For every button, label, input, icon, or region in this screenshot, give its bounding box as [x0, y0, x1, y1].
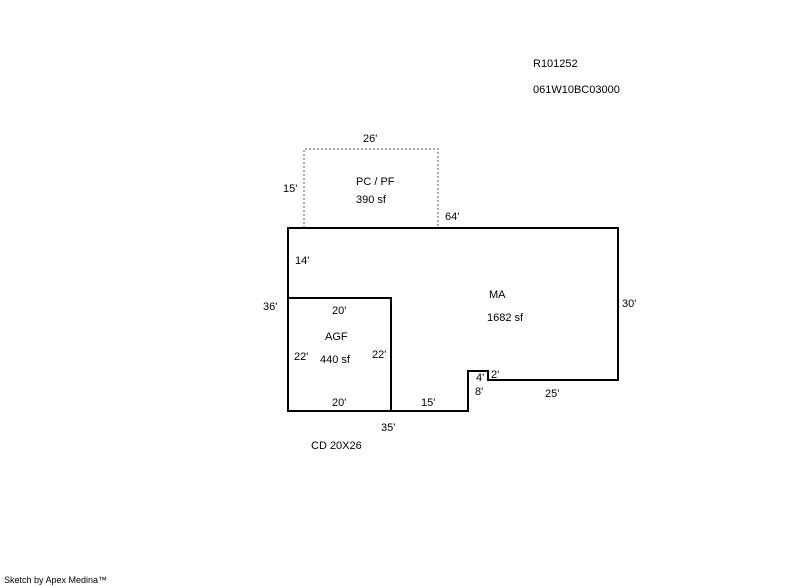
- main-left-total-dimension: 36': [263, 301, 277, 313]
- main-top-right-dimension: 64': [445, 211, 459, 223]
- main-code: MA: [489, 289, 506, 301]
- porch-code: PC / PF: [356, 176, 395, 188]
- garage-left-dimension: 22': [294, 351, 308, 363]
- bottom-total-dimension: 35': [381, 422, 395, 434]
- detached-structure-note: CD 20X26: [311, 440, 362, 452]
- map-tax-lot: 061W10BC03000: [533, 84, 620, 96]
- bottom-right-dimension: 25': [545, 388, 559, 400]
- garage-area: 440 sf: [320, 354, 351, 366]
- notch-width-dimension: 2': [491, 369, 499, 381]
- garage-outline: [287, 297, 392, 412]
- main-area-outline: [287, 227, 619, 412]
- bottom-mid-dimension: 15': [421, 397, 435, 409]
- account-id: R101252: [533, 58, 578, 70]
- main-left-upper-dimension: 14': [295, 255, 309, 267]
- garage-bottom-dimension: 20': [332, 397, 346, 409]
- notch-height-dimension: 4': [476, 372, 484, 384]
- porch-left-dimension: 15': [283, 183, 297, 195]
- porch-outline: [303, 148, 439, 228]
- garage-code: AGF: [325, 331, 348, 343]
- porch-area: 390 sf: [356, 194, 387, 206]
- porch-top-dimension: 26': [363, 133, 377, 145]
- main-area: 1682 sf: [487, 312, 524, 324]
- garage-right-dimension: 22': [372, 349, 386, 361]
- sketch-credit: Sketch by Apex Medina™: [4, 575, 108, 585]
- main-right-dimension: 30': [622, 298, 636, 310]
- garage-top-dimension: 20': [332, 305, 346, 317]
- notch-side-dimension: 8': [475, 386, 483, 398]
